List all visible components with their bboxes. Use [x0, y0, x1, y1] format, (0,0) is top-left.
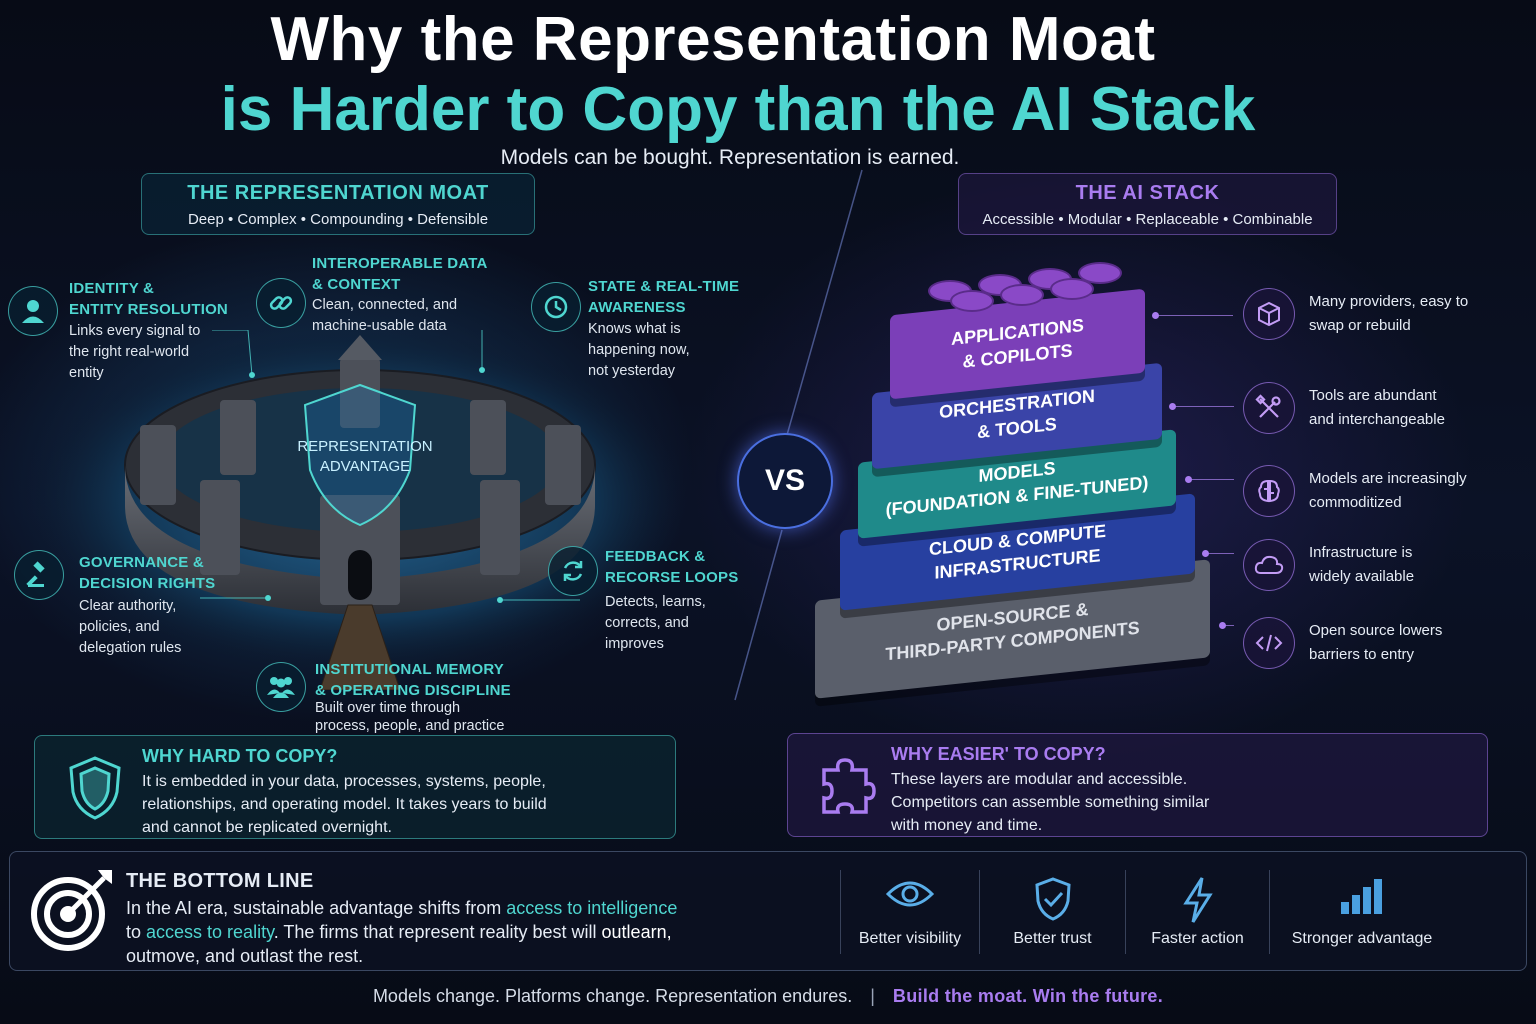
benefit-trust: Better trust [980, 870, 1125, 954]
connector-line [1169, 403, 1234, 410]
feature-identity-title: IDENTITY & ENTITY RESOLUTION [69, 280, 228, 318]
brain-icon [1243, 465, 1295, 517]
clock-icon [531, 282, 581, 332]
brick-stud [1000, 284, 1044, 306]
feature-state-title: STATE & REAL-TIME AWARENESS [588, 278, 740, 316]
bottom-line-text: In the AI era, sustainable advantage shi… [126, 898, 507, 918]
connector-line [1219, 622, 1234, 629]
connector-line [1202, 550, 1234, 557]
highlight-access-to-reality: access to reality [146, 922, 274, 942]
people-icon [256, 662, 306, 712]
highlight-access-to-intelligence: access to intelligence [506, 898, 678, 918]
refresh-icon [548, 546, 598, 596]
bottom-line-text: outmove, and outlast the rest. [126, 946, 364, 966]
feature-state-desc: Knows what is happening now, not yesterd… [588, 321, 690, 379]
why-hard-to-copy-box: WHY HARD TO COPY? It is embedded in your… [34, 735, 676, 839]
representation-moat-header: THE REPRESENTATION MOAT Deep • Complex •… [141, 173, 535, 235]
feature-interoperable-desc: Clean, connected, and machine-usable dat… [312, 297, 458, 334]
why-easier-to-copy-box: WHY EASIER' TO COPY? These layers are mo… [787, 733, 1488, 837]
why-easy-heading: WHY EASIER' TO COPY? [891, 744, 1106, 764]
ai-stack-tagline: Accessible • Modular • Replaceable • Com… [982, 211, 1313, 228]
brick-stud [1050, 278, 1094, 300]
bottom-line-text: to [126, 922, 147, 942]
target-icon [31, 870, 112, 951]
eye-icon [841, 876, 979, 920]
brick-stud [1078, 262, 1122, 284]
moat-heading: THE REPRESENTATION MOAT [187, 182, 489, 204]
benefit-action: Faster action [1126, 870, 1269, 954]
why-hard-heading: WHY HARD TO COPY? [142, 746, 338, 766]
connector-line [1185, 476, 1234, 483]
bottom-line-text: . The firms that represent reality best … [273, 922, 602, 942]
ai-stack-heading: THE AI STACK [1075, 182, 1220, 204]
subtitle: Models can be bought. Representation is … [500, 146, 960, 169]
benefit-action-label: Faster action [1151, 930, 1244, 947]
benefit-trust-label: Better trust [1013, 930, 1092, 947]
footer-separator: | [870, 986, 875, 1006]
bottom-line-box: THE BOTTOM LINE In the AI era, sustainab… [9, 851, 1527, 971]
note-open-source-text: Open source lowers barriers to entry [1309, 622, 1443, 663]
shield-icon [65, 754, 125, 822]
benefit-advantage: Stronger advantage [1270, 870, 1454, 954]
feature-memory-title: INSTITUTIONAL MEMORY & OPERATING DISCIPL… [315, 661, 511, 699]
shield-check-icon [980, 876, 1125, 921]
brick-stud [950, 290, 994, 312]
title-line-1: Why the Representation Moat [270, 5, 1156, 74]
divider [979, 870, 980, 954]
benefit-visibility: Better visibility [841, 870, 979, 954]
bottom-line-body: In the AI era, sustainable advantage shi… [126, 896, 746, 968]
feature-memory-desc: Built over time through process, people,… [315, 700, 505, 734]
note-models-text: Models are increasingly commoditized [1309, 470, 1467, 511]
feature-feedback-desc: Detects, learns, corrects, and improves [605, 594, 706, 652]
benefit-visibility-label: Better visibility [858, 930, 962, 947]
feature-identity-desc: Links every signal to the right real-wor… [69, 323, 201, 381]
link-icon [256, 278, 306, 328]
bottom-line-heading: THE BOTTOM LINE [126, 870, 314, 892]
title-line-2: is Harder to Copy than the AI Stack [220, 75, 1256, 144]
connector-line [1152, 312, 1233, 319]
divider [1125, 870, 1126, 954]
bolt-icon [1126, 876, 1269, 923]
tools-icon [1243, 382, 1295, 434]
puzzle-piece-icon [818, 752, 878, 820]
note-applications-text: Many providers, easy to swap or rebuild [1309, 293, 1469, 334]
cloud-icon [1243, 539, 1295, 591]
gavel-icon [14, 550, 64, 600]
feature-interoperable-title: INTEROPERABLE DATA & CONTEXT [312, 255, 488, 293]
cube-icon [1243, 288, 1295, 340]
footer-right: Build the moat. Win the future. [892, 986, 1164, 1006]
feature-governance-desc: Clear authority, policies, and delegatio… [79, 598, 182, 656]
emphasis-outlearn: outlearn, [601, 922, 672, 942]
moat-tagline: Deep • Complex • Compounding • Defensibl… [187, 211, 489, 228]
vs-badge: VS [737, 433, 833, 529]
why-easy-body: These layers are modular and accessible.… [891, 771, 1210, 834]
person-icon [8, 286, 58, 336]
divider [840, 870, 841, 954]
ai-stack-illustration: OPEN-SOURCE & THIRD-PARTY COMPONENTS CLO… [790, 250, 1240, 710]
why-hard-body: It is embedded in your data, processes, … [142, 773, 547, 836]
castle-moat-illustration: REPRESENTATION ADVANTAGE [30, 330, 680, 690]
bars-icon [1270, 876, 1454, 920]
divider [1269, 870, 1270, 954]
ai-stack-header: THE AI STACK Accessible • Modular • Repl… [958, 173, 1337, 235]
feature-governance-title: GOVERNANCE & DECISION RIGHTS [79, 554, 216, 592]
note-orchestration-text: Tools are abundant and interchangeable [1309, 387, 1445, 428]
feature-feedback-title: FEEDBACK & RECORSE LOOPS [605, 548, 739, 586]
footer: Models change. Platforms change. Represe… [0, 986, 1536, 1007]
representation-advantage-label-2: ADVANTAGE [320, 458, 410, 475]
code-icon [1243, 617, 1295, 669]
representation-advantage-label-1: REPRESENTATION [297, 438, 432, 455]
note-cloud-text: Infrastructure is widely available [1309, 544, 1415, 585]
footer-left: Models change. Platforms change. Represe… [372, 986, 853, 1006]
benefit-advantage-label: Stronger advantage [1291, 930, 1433, 947]
